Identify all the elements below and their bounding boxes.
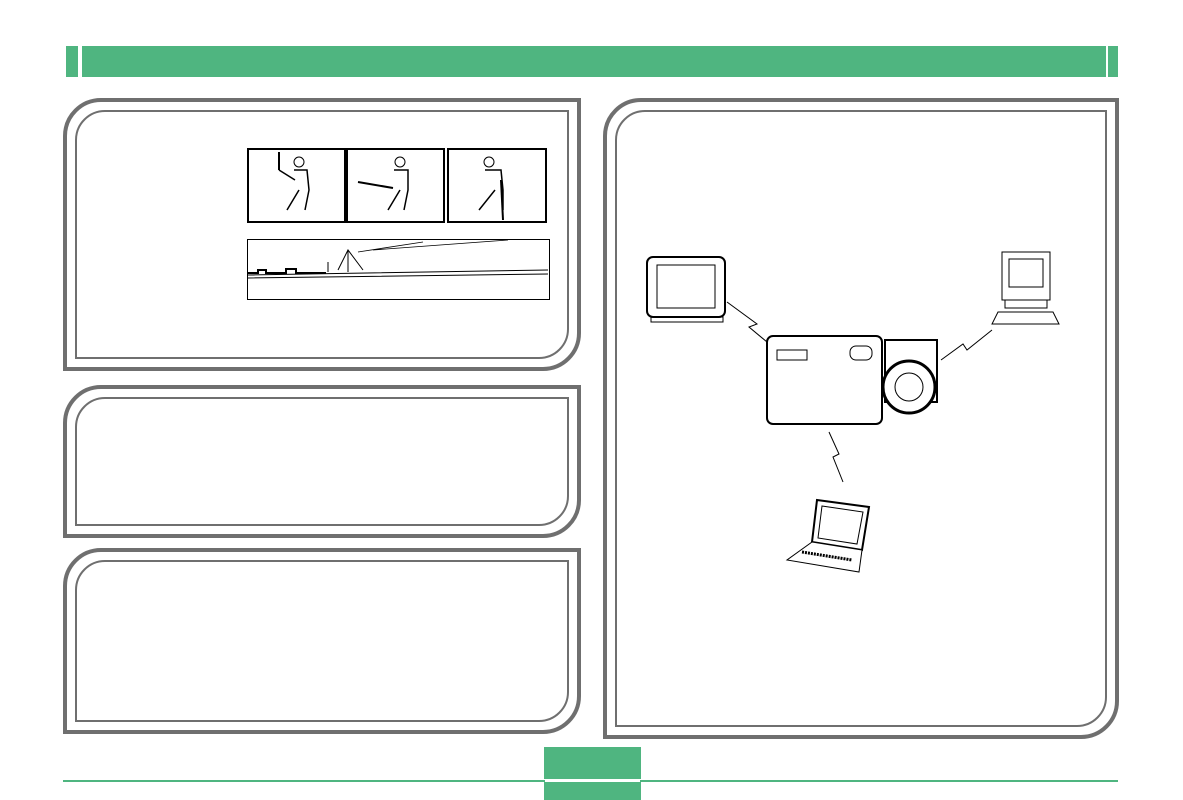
panel-3 xyxy=(63,548,581,734)
panorama-bridge xyxy=(247,239,550,300)
golfer-frame-1 xyxy=(247,148,346,223)
header-bar-right-tab xyxy=(1108,46,1118,77)
page-number-tab-bottom xyxy=(544,782,641,800)
laptop-icon xyxy=(785,498,871,573)
header-bar-left-tab xyxy=(66,46,78,77)
golfer-frame-3 xyxy=(447,148,547,223)
camera-icon xyxy=(766,335,938,425)
footer-line-right xyxy=(640,780,1118,782)
footer-line-left xyxy=(63,780,545,782)
desktop-computer-icon xyxy=(991,251,1060,325)
wireless-link-icon xyxy=(828,431,844,483)
page-number-tab-top xyxy=(544,747,641,779)
panel-sequence-panorama xyxy=(63,98,581,371)
tv-icon xyxy=(646,256,726,323)
golfer-frame-2 xyxy=(346,148,445,223)
panel-connections xyxy=(603,98,1119,739)
panel-2 xyxy=(63,385,581,538)
wireless-link-icon xyxy=(726,301,768,343)
header-bar xyxy=(82,46,1106,77)
wireless-link-icon xyxy=(940,329,993,361)
